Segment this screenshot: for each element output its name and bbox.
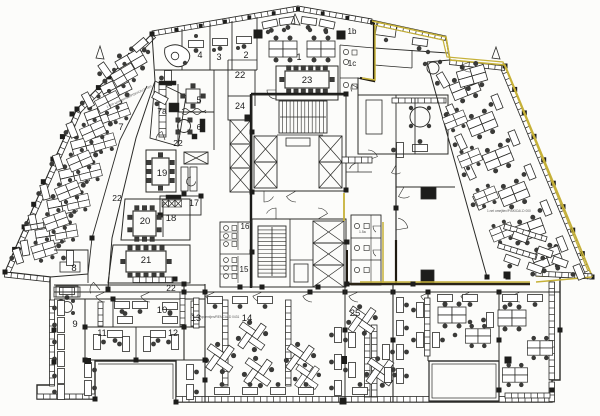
svg-text:4: 4 (197, 50, 202, 60)
svg-text:24: 24 (235, 101, 245, 111)
svg-text:2: 2 (243, 50, 248, 60)
svg-text:7a: 7a (157, 106, 167, 116)
svg-text:7: 7 (118, 122, 123, 133)
svg-text:1. pod. opremljen/REMCA/-D 043: 1. pod. opremljen/REMCA/-D 0431 (190, 315, 239, 319)
svg-text:1: 1 (296, 52, 301, 62)
svg-text:19: 19 (157, 168, 168, 179)
svg-text:11: 11 (97, 328, 106, 338)
svg-text:22: 22 (166, 283, 176, 293)
svg-text:23: 23 (302, 75, 313, 86)
svg-text:1.5a: 1.5a (359, 230, 366, 234)
svg-text:8: 8 (71, 263, 76, 274)
svg-text:9: 9 (72, 319, 77, 330)
svg-text:1c: 1c (348, 59, 356, 68)
svg-text:22: 22 (235, 70, 246, 81)
svg-text:12: 12 (168, 328, 178, 338)
svg-text:1b: 1b (348, 27, 357, 36)
svg-text:20: 20 (140, 216, 151, 227)
svg-text:13: 13 (191, 313, 201, 323)
svg-text:14: 14 (242, 313, 253, 324)
svg-text:6: 6 (197, 122, 202, 132)
svg-text:18: 18 (166, 213, 177, 224)
svg-text:22: 22 (173, 138, 183, 148)
svg-text:21: 21 (141, 255, 152, 266)
svg-text:1.net omejitev/PISKICA/-D 000: 1.net omejitev/PISKICA/-D 000 (487, 209, 531, 213)
svg-text:22: 22 (112, 193, 122, 203)
svg-text:25: 25 (350, 308, 361, 319)
svg-text:16: 16 (241, 222, 250, 231)
svg-text:15: 15 (240, 265, 249, 274)
svg-text:10: 10 (157, 305, 168, 316)
svg-text:5: 5 (196, 95, 201, 105)
svg-text:3: 3 (216, 52, 221, 62)
svg-text:17: 17 (189, 198, 199, 208)
